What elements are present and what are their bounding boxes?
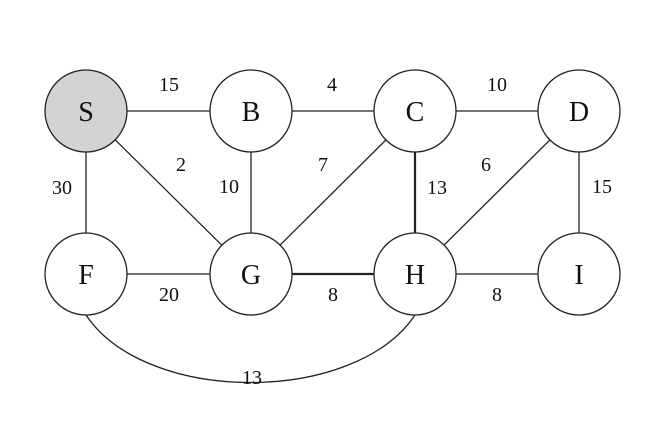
node-circle-d	[537, 69, 621, 153]
edge-weight-h-i: 8	[492, 284, 502, 306]
edge-weight-b-c: 4	[327, 74, 337, 96]
edge-weight-b-g: 10	[219, 176, 239, 198]
edge-s-g	[114, 139, 223, 246]
node-circle-c	[373, 69, 457, 153]
edge-weight-s-g: 2	[176, 154, 186, 176]
edge-d-h	[443, 139, 551, 246]
node-label-c: C	[406, 97, 425, 128]
edge-weight-d-i: 15	[592, 176, 612, 198]
node-b: B	[209, 69, 293, 153]
node-f: F	[44, 232, 128, 316]
node-label-i: I	[574, 260, 583, 291]
node-label-f: F	[78, 260, 94, 291]
edge-weight-f-g: 20	[159, 284, 179, 306]
node-circle-g	[209, 232, 293, 316]
edge-weight-s-f: 30	[52, 177, 72, 199]
edge-weight-g-h: 8	[328, 284, 338, 306]
node-label-b: B	[242, 97, 261, 128]
node-circle-b	[209, 69, 293, 153]
edge-weight-d-h: 6	[481, 154, 491, 176]
edge-weight-c-h: 13	[427, 177, 447, 199]
edge-c-g	[279, 139, 387, 246]
edge-labels-layer: 15 4 10 2 10 7 13 6 15 30 20 8 8 13	[52, 74, 612, 389]
edges-layer	[85, 110, 580, 383]
node-label-s: S	[78, 97, 94, 128]
node-h: H	[373, 232, 457, 316]
edge-weight-c-g: 7	[318, 154, 328, 176]
node-s: S	[44, 69, 128, 153]
node-d: D	[537, 69, 621, 153]
edge-weight-f-h: 13	[242, 367, 262, 389]
nodes-layer: S B C D F G H I	[44, 69, 621, 316]
edge-f-h	[85, 314, 416, 383]
node-label-h: H	[405, 260, 425, 291]
node-circle-f	[44, 232, 128, 316]
node-circle-h	[373, 232, 457, 316]
node-i: I	[537, 232, 621, 316]
node-label-d: D	[569, 97, 589, 128]
node-c: C	[373, 69, 457, 153]
edge-weight-s-b: 15	[159, 74, 179, 96]
edge-weight-c-d: 10	[487, 74, 507, 96]
node-label-g: G	[241, 260, 261, 291]
node-circle-s	[44, 69, 128, 153]
node-circle-i	[537, 232, 621, 316]
node-g: G	[209, 232, 293, 316]
